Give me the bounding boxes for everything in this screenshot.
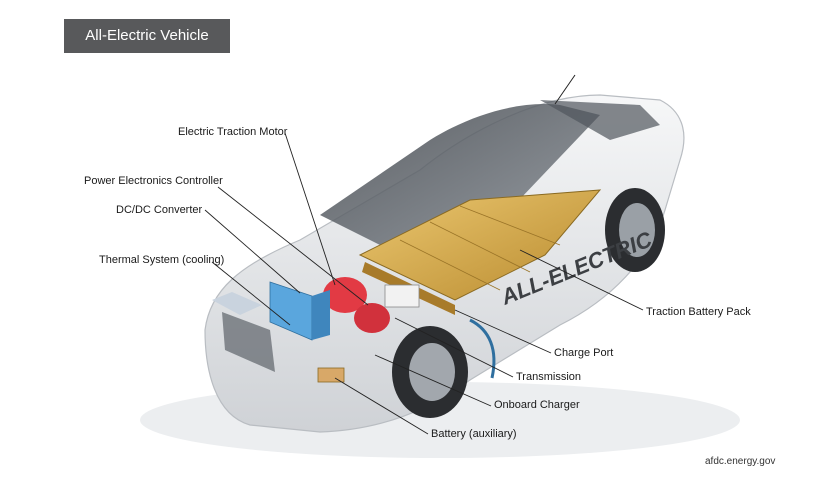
headlight [212,292,262,315]
leader-charge-port [454,309,552,354]
rear-wheel [605,188,665,272]
label-onboard-charger: Onboard Charger [494,399,580,411]
leader-dc-dc-converter [204,209,301,294]
aux-battery-art [317,367,345,383]
rear-window [540,100,660,140]
label-electric-traction-motor: Electric Traction Motor [178,126,288,138]
leader-power-electronics-controller [217,186,369,306]
diagram-title: All-Electric Vehicle [64,19,230,53]
leader-traction-battery-pack [519,249,644,311]
label-transmission: Transmission [516,371,581,383]
label-traction-battery-pack: Traction Battery Pack [646,306,751,318]
power-electronics-art [384,284,420,308]
electric-motor-art [323,277,390,333]
label-dc-dc-converter: DC/DC Converter [116,204,203,216]
front-wheel [392,326,468,418]
leader-thermal-system [211,261,291,326]
label-charge-port: Charge Port [554,347,614,359]
label-power-electronics-controller: Power Electronics Controller [84,175,223,187]
leader-onboard-charger [374,354,492,407]
front-grille [222,312,275,372]
source-credit: afdc.energy.gov [705,456,776,467]
windshield [320,104,600,255]
label-battery-auxiliary: Battery (auxiliary) [431,428,517,440]
antenna [554,74,576,105]
charge-cable-art [469,318,496,379]
leader-transmission [394,317,514,378]
leader-electric-traction-motor [284,132,336,286]
label-thermal-system: Thermal System (cooling) [99,254,225,266]
leader-battery-auxiliary [334,377,429,435]
